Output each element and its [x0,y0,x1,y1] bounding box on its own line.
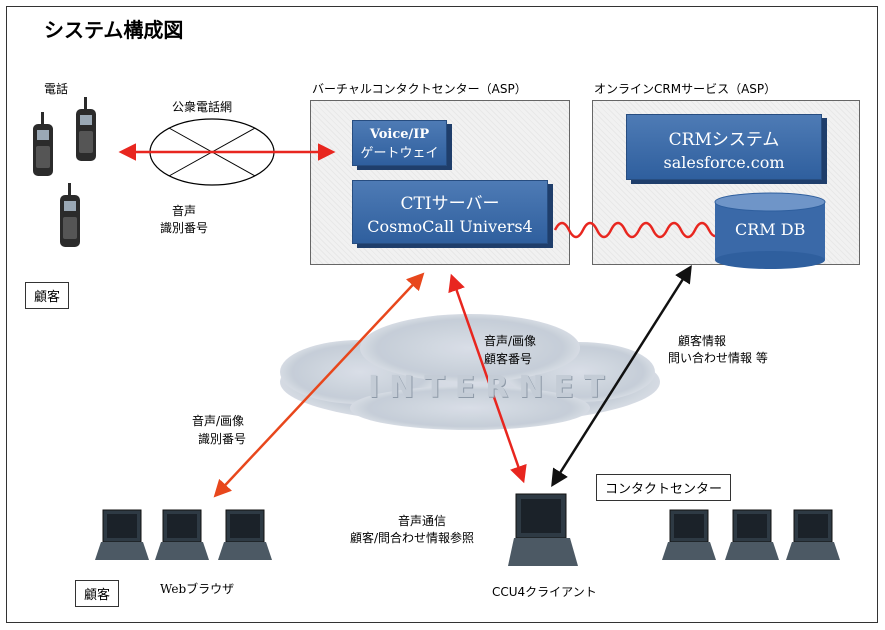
phone-label: 電話 [44,82,69,96]
laptop-icon [725,509,779,560]
cti-server-line1: CTIサーバー [400,194,500,214]
voip-gateway-line2: ゲートウェイ [360,146,439,161]
diagram-frame [6,6,878,623]
pstn-label: 公衆電話網 [172,100,233,114]
laptop-icon [155,509,209,560]
ccu4-vcc-arrow [448,273,527,484]
center-arrow-label-1: 音声/画像 [484,334,537,348]
laptop-icon [218,509,272,560]
voip-gateway-line1: Voice/IP [369,127,430,142]
voip-gateway-box: Voice/IP ゲートウェイ [352,120,447,166]
customer-badge-bottom: 顧客 [75,580,120,607]
ccu4-note-1: 音声通信 [398,514,447,528]
mobile-phone-icon [60,183,80,247]
virtual-contact-center-title: バーチャルコンタクトセンター（ASP） [312,82,527,96]
crm-system-box: CRMシステム salesforce.com [626,114,822,180]
mobile-phone-icon [76,97,96,161]
contact-center-badge: コンタクトセンター [596,474,732,501]
mobile-phone-icon [33,112,53,176]
web-arrow-label-1: 音声/画像 [192,414,245,428]
laptop-icon [95,509,149,560]
web-arrow-label-2: 識別番号 [198,432,247,446]
online-crm-service-title: オンラインCRMサービス（ASP） [594,82,777,96]
customer-badge-top: 顧客 [25,282,70,309]
center-arrow-label-2: 顧客番号 [484,352,533,366]
web-browser-label: Webブラウザ [160,582,235,596]
id-number-label: 識別番号 [160,221,209,235]
cti-server-line2: CosmoCall Univers4 [367,217,533,236]
crm-arrow-label-2: 問い合わせ情報 等 [668,351,768,365]
crm-system-line1: CRMシステム [668,130,780,150]
ccu4-client-laptop-icon [508,493,578,566]
ccu4-crm-arrow [551,265,692,487]
voice-label: 音声 [172,204,197,218]
internet-label: INTERNET [368,370,615,405]
crm-arrow-label-1: 顧客情報 [678,334,727,348]
laptop-icon [786,509,840,560]
ccu4-client-label: CCU4クライアント [492,585,597,599]
crm-db-cylinder [714,192,826,269]
web-browser-vcc-arrow [213,272,425,498]
cti-crm-db-link [553,221,723,239]
laptop-icon [662,509,716,560]
crm-db-label: CRM DB [735,220,806,239]
ccu4-note-2: 顧客/問合わせ情報参照 [350,531,475,545]
diagram-title: システム構成図 [44,18,184,42]
crm-system-line2: salesforce.com [663,153,785,172]
cti-server-box: CTIサーバー CosmoCall Univers4 [352,180,548,244]
